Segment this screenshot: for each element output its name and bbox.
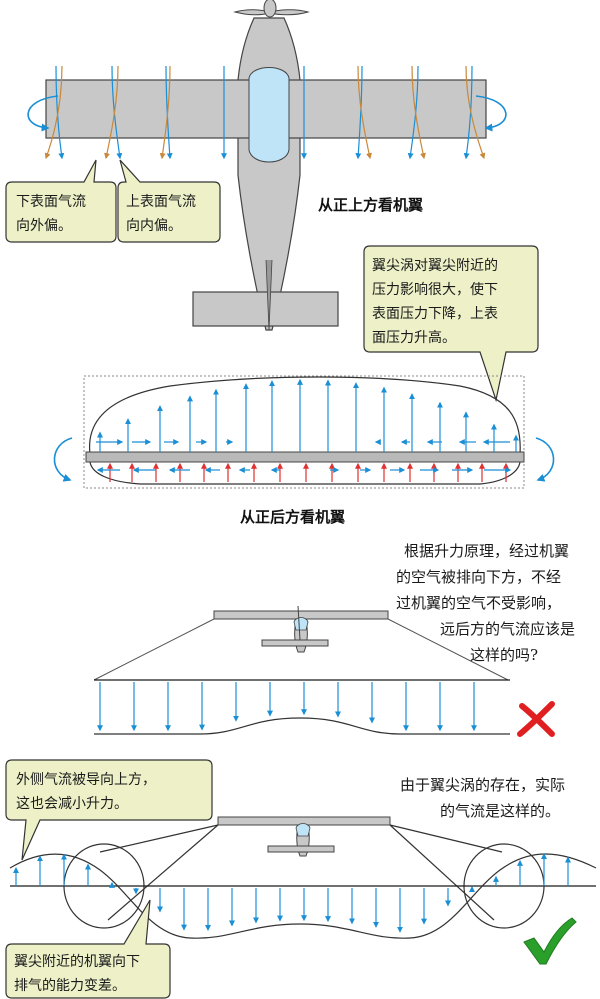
rear-view-lower-pressure-arrows (107, 462, 509, 482)
svg-text:的空气被排向下方，不经: 的空气被排向下方，不经 (396, 568, 561, 586)
svg-text:这也会减小升力。: 这也会减小升力。 (16, 795, 128, 812)
svg-text:由于翼尖涡的存在，实际: 由于翼尖涡的存在，实际 (400, 776, 565, 794)
small-airplane-question (213, 605, 389, 653)
callout-vortex-effect: 翼尖涡对翼尖附近的 压力影响很大，使下 表面压力下降，上表 面压力升高。 (363, 245, 539, 403)
top-view-center-flow-lines (221, 66, 307, 160)
svg-text:过机翼的空气不受影响，: 过机翼的空气不受影响， (396, 594, 561, 612)
rear-view-spanwise-flow-arrows (96, 439, 512, 473)
callout-vortex-line2: 压力影响很大，使下 (372, 281, 498, 298)
top-view-tip-flow-lines (44, 65, 486, 160)
callout-lower-surface: 下表面气流 向外偏。 (5, 159, 117, 243)
note-lift-question: 根据升力原理，经过机翼 的空气被排向下方，不经 过机翼的空气不受影响， 远后方的… (396, 542, 575, 664)
left-wingtip-vortex (63, 824, 219, 929)
heading-rear-view: 从正后方看机翼 (240, 508, 345, 526)
callout-lower-surface-line2: 向外偏。 (16, 218, 72, 234)
airflow-envelope-actual (9, 853, 597, 939)
airflow-arrows-actual (13, 852, 571, 933)
svg-text:远后方的气流应该是: 远后方的气流应该是 (440, 620, 575, 638)
upper-pressure-envelope (88, 376, 521, 455)
rear-view-upper-pressure-arrows (97, 378, 519, 452)
top-view-wingtip-circulation (27, 95, 507, 132)
wing-cross-section (85, 451, 525, 463)
callout-vortex-line3: 表面压力下降，上表 (372, 306, 498, 322)
downwash-envelope-question (94, 717, 510, 735)
svg-text:这样的吗?: 这样的吗? (470, 646, 538, 664)
svg-text:的气流是这样的。: 的气流是这样的。 (440, 802, 560, 820)
callout-upper-surface-line1: 上表面气流 (126, 194, 196, 210)
rear-view-wing (83, 375, 525, 489)
small-airplane-actual (217, 816, 391, 857)
right-wingtip-vortex (389, 824, 545, 929)
callout-vortex-line1: 翼尖涡对翼尖附近的 (372, 258, 498, 274)
heading-top-view: 从正上方看机翼 (318, 196, 423, 214)
horizontal-stabilizer (192, 291, 339, 327)
cross-icon (517, 701, 555, 737)
svg-text:外侧气流被导向上方，: 外侧气流被导向上方， (16, 772, 156, 788)
svg-text:根据升力原理，经过机翼: 根据升力原理，经过机翼 (404, 542, 569, 560)
callout-upper-surface: 上表面气流 向内偏。 (117, 159, 221, 243)
propeller-icon (233, 0, 310, 18)
rear-view-wingtip-vortex-arrows (53, 437, 555, 482)
callout-vortex-line4: 面压力升高。 (372, 329, 456, 346)
callout-upper-surface-line2: 向内偏。 (126, 218, 182, 234)
downwash-arrows-question (97, 682, 477, 732)
lower-pressure-envelope (89, 461, 521, 485)
cockpit-window (248, 67, 290, 163)
projection-lines-question (93, 618, 509, 681)
note-actual-flow: 由于翼尖涡的存在，实际 的气流是这样的。 (400, 776, 565, 820)
svg-text:翼尖附近的机翼向下: 翼尖附近的机翼向下 (14, 954, 140, 970)
svg-text:排气的能力变差。: 排气的能力变差。 (14, 978, 126, 994)
callout-lower-surface-line1: 下表面气流 (16, 194, 86, 210)
callout-wingtip-downwash: 翼尖附近的机翼向下 排气的能力变差。 (5, 899, 171, 999)
check-icon (523, 917, 577, 965)
callout-outer-airflow: 外侧气流被导向上方， 这也会减小升力。 (5, 759, 213, 861)
